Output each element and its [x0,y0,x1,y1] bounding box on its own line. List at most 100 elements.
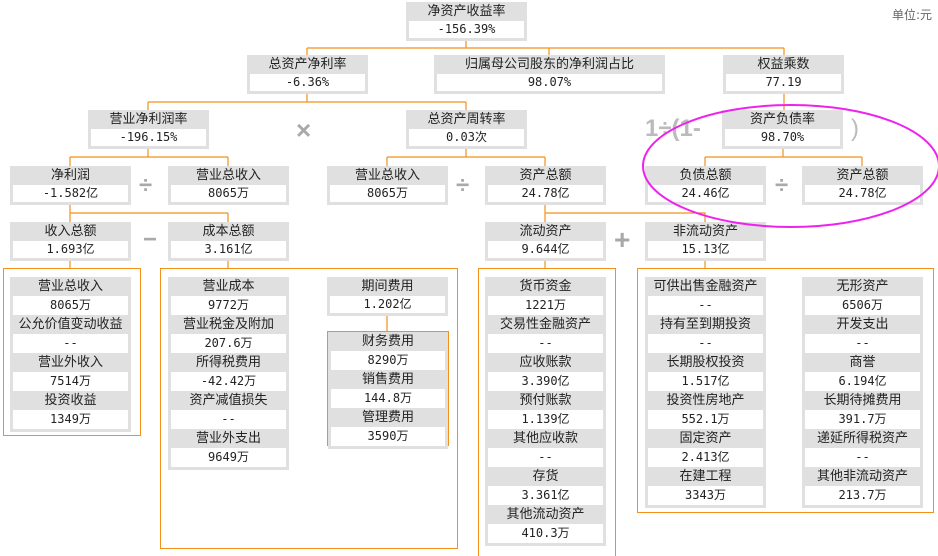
node-total-income: 收入总额 1.693亿 [10,222,131,261]
item-label: 销售费用 [361,372,414,387]
minus-operator: − [143,226,158,253]
divide-operator: ÷ [775,172,789,199]
item-value: 9772万 [171,296,286,315]
item-label: 其他应收款 [512,431,578,446]
node-parent-share: 归属母公司股东的净利润占比 98.07% [434,55,665,94]
item-value: 410.3万 [488,524,603,543]
node-revenue: 营业总收入 8065万 [327,166,448,205]
node-label: 归属母公司股东的净利润占比 [464,57,634,72]
item-value: 3590万 [331,427,445,446]
item-label: 营业成本 [202,279,255,294]
item-value: 207.6万 [171,334,286,353]
node-value: 98.70% [725,129,840,146]
item-label: 交易性金融资产 [499,317,591,332]
item-label: 公允价值变动收益 [18,317,123,332]
equity-formula-prefix: 1÷(1- [645,115,701,142]
node-value: 3.161亿 [171,241,286,258]
item-label: 所得税费用 [195,355,261,370]
item-value: -- [805,334,920,353]
node-period-expenses: 期间费用 1.202亿 [327,277,448,316]
item-value: -42.42万 [171,372,286,391]
current-assets-group [478,268,616,556]
item-value: 9649万 [171,448,286,467]
node-value: 9.644亿 [488,241,603,258]
item-label: 营业总收入 [37,279,103,294]
item-value: 552.1万 [648,410,763,429]
item-value: 213.7万 [805,486,920,505]
item-label: 营业外支出 [195,431,261,446]
item-value: -- [488,448,603,467]
item-label: 投资性房地产 [666,393,745,408]
item-value: 391.7万 [805,410,920,429]
node-value: 0.03次 [409,129,524,146]
unit-label: 单位:元 [891,8,932,22]
item-value: 6506万 [805,296,920,315]
multiply-operator: × [296,115,312,145]
node-label: 营业总收入 [354,168,420,183]
node-asset-turnover: 总资产周转率 0.03次 [406,110,527,149]
node-value: 24.78亿 [805,185,920,202]
node-value: 1.693亿 [13,241,128,258]
node-label: 总资产净利率 [268,57,347,72]
item-label: 财务费用 [361,334,414,349]
item-value: 1349万 [13,410,128,429]
node-value: 1.202亿 [330,296,445,313]
item-label: 存货 [532,469,559,484]
item-label: 开发支出 [836,317,889,332]
item-label: 货币资金 [519,279,572,294]
node-label: 期间费用 [361,279,414,294]
node-label: 净资产收益率 [427,4,506,19]
item-label: 长期待摊费用 [823,393,902,408]
item-value: -- [805,448,920,467]
item-label: 长期股权投资 [666,355,745,370]
node-value: 8065万 [330,185,445,202]
node-label: 营业净利润率 [109,112,188,127]
item-label: 固定资产 [679,431,732,446]
item-value: 1.517亿 [648,372,763,391]
node-label: 权益乘数 [757,57,810,72]
node-roa: 总资产净利率 -6.36% [247,55,368,94]
income-group [3,268,141,436]
item-label: 营业税金及附加 [182,317,274,332]
item-label: 递延所得税资产 [816,431,908,446]
node-value: -156.39% [409,21,524,38]
node-net-margin: 营业净利润率-196.15% [88,110,209,149]
node-net-profit: 净利润-1.582亿 [10,166,131,205]
node-value: -1.582亿 [13,185,128,202]
node-value: -6.36% [250,74,365,91]
item-label: 营业外收入 [37,355,103,370]
item-value: 3343万 [648,486,763,505]
item-label: 无形资产 [836,279,889,294]
item-label: 其他非流动资产 [816,469,908,484]
node-value: 24.78亿 [488,185,603,202]
item-value: -- [13,334,128,353]
item-value: 2.413亿 [648,448,763,467]
item-label: 预付账款 [519,393,572,408]
item-value: 144.8万 [331,389,445,408]
node-label: 非流动资产 [672,224,738,239]
item-value: -- [488,334,603,353]
node-label: 收入总额 [44,224,97,239]
item-value: -- [648,296,763,315]
node-label: 总资产周转率 [427,112,506,127]
item-label: 管理费用 [361,410,414,425]
item-value: 7514万 [13,372,128,391]
noncurrent-assets-group [637,268,934,513]
node-label: 负债总额 [679,168,732,183]
node-label: 营业总收入 [195,168,261,183]
plus-operator: + [614,224,631,255]
node-value: 98.07% [437,74,662,91]
item-value: 8290万 [331,351,445,370]
item-label: 在建工程 [679,469,732,484]
item-value: 1.139亿 [488,410,603,429]
period-sub-list: 财务费用 8290万销售费用 144.8万管理费用 3590万 [328,332,448,449]
